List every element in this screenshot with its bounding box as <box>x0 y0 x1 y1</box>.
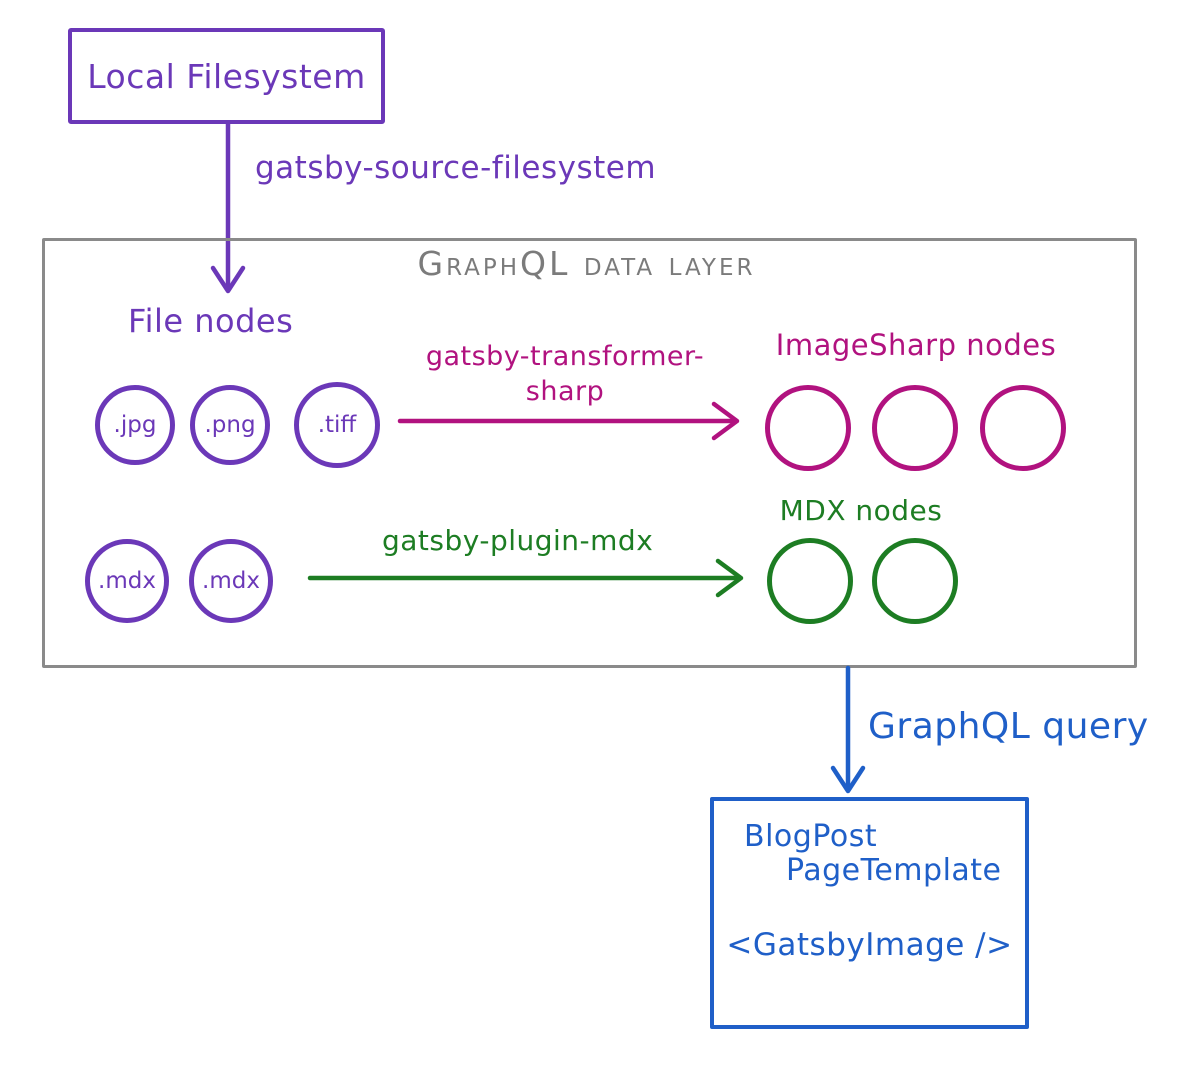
local-filesystem-label: Local Filesystem <box>87 56 366 96</box>
local-filesystem-box: Local Filesystem <box>68 28 385 124</box>
file-node-tiff-label: .tiff <box>317 412 357 438</box>
transformer-sharp-arrow-icon <box>397 401 740 441</box>
file-nodes-title: File nodes <box>128 302 294 340</box>
transformer-sharp-label-line2: sharp <box>525 375 605 407</box>
graphql-query-label: GraphQL query <box>868 706 1149 747</box>
imagesharp-node-2 <box>872 385 958 471</box>
page-template-box: BlogPost PageTemplate <GatsbyImage /> <box>710 797 1029 1029</box>
file-node-png-label: .png <box>204 412 256 438</box>
mdx-file-node-2-label: .mdx <box>202 568 260 594</box>
imagesharp-node-3 <box>980 385 1066 471</box>
gatsby-image-component: <GatsbyImage /> <box>726 927 1013 963</box>
blogpost-label: BlogPost <box>744 819 878 854</box>
graphql-data-layer-box <box>42 238 1137 668</box>
mdx-file-node-1: .mdx <box>85 539 169 623</box>
source-filesystem-arrow-icon <box>210 121 246 294</box>
plugin-mdx-arrow-icon <box>307 558 744 598</box>
transformer-sharp-label: gatsby-transformer- sharp <box>402 340 728 409</box>
imagesharp-nodes-title: ImageSharp nodes <box>775 328 1057 362</box>
mdx-nodes-title: MDX nodes <box>779 494 943 527</box>
mdx-file-node-1-label: .mdx <box>98 568 156 594</box>
file-node-jpg-label: .jpg <box>113 412 157 438</box>
plugin-mdx-label: gatsby-plugin-mdx <box>382 524 654 557</box>
imagesharp-node-1 <box>765 385 851 471</box>
file-node-tiff: .tiff <box>294 382 380 468</box>
mdx-file-node-2: .mdx <box>189 539 273 623</box>
mdx-node-1 <box>767 538 853 624</box>
file-node-png: .png <box>190 385 270 465</box>
pagetemplate-label: PageTemplate <box>786 853 1002 888</box>
mdx-node-2 <box>872 538 958 624</box>
source-filesystem-label: gatsby-source-filesystem <box>255 150 657 186</box>
graphql-data-layer-title: GraphQL data layer <box>417 244 756 283</box>
transformer-sharp-label-line1: gatsby-transformer- <box>425 341 705 372</box>
graphql-query-arrow-icon <box>830 665 866 794</box>
file-node-jpg: .jpg <box>95 385 175 465</box>
